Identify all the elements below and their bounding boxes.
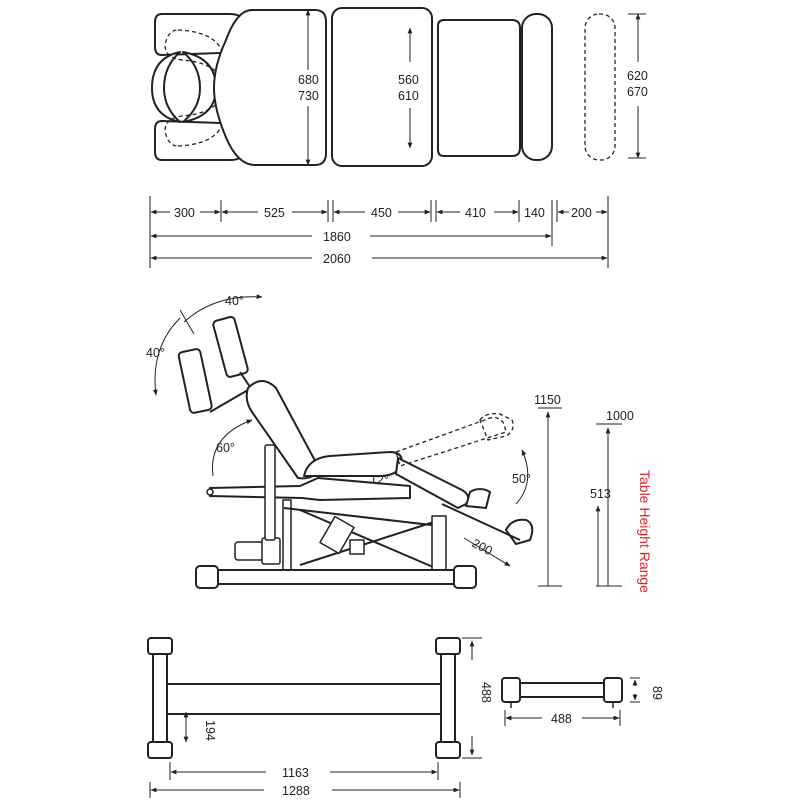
table-height-range-label: Table Height Range [637,470,653,593]
lift-mechanism [234,444,447,579]
face-cushion-outline-2 [164,98,225,147]
leg-length-alt: 670 [627,85,648,99]
angle-back: 60° [216,441,235,455]
base-foot-right-bottom [435,741,461,759]
base-crossbar [159,683,445,715]
headrest-alt [177,348,213,414]
leg-length: 620 [627,69,648,83]
leg-rest [395,457,470,509]
headrest-section [213,9,327,166]
base-end-height: 89 [650,686,664,700]
wheel-left [195,565,219,589]
base-depth: 488 [479,682,493,703]
seat-section [437,19,521,157]
dim-total-2060: 2060 [323,252,351,266]
leg-extension-outline [584,13,616,161]
arc-head-left [152,317,181,396]
height-mid: 1000 [606,409,634,423]
base-view: 488 194 1163 1288 89 488 [147,637,664,798]
angle-leg: 50° [512,472,531,486]
height-max: 1150 [534,393,561,407]
headrest-length: 680 [298,73,319,87]
base-rail [199,569,471,585]
dim-140: 140 [524,206,545,220]
top-view: 680 730 560 610 620 670 [151,7,648,167]
headrest-length-alt: 730 [298,89,319,103]
face-cushion-outline-1 [164,29,225,78]
height-min: 513 [590,487,611,501]
base-foot-right-top [435,637,461,655]
base-foot-left-bottom [147,741,173,759]
back-section [331,7,433,167]
side-view: 40° 40° 60° 12° 50° 200 [146,294,653,593]
angle-head-left: 40° [146,346,165,360]
arc-leg [515,449,529,505]
leg-section [521,13,553,161]
face-cushion-left [151,51,181,123]
dim-410: 410 [465,206,486,220]
leg-extension-raised [479,412,514,441]
base-leg-left [152,649,168,747]
foot-extension [505,518,534,545]
base-end-bar [509,682,619,698]
arc-head-top [183,294,263,323]
dim-450: 450 [371,206,392,220]
base-foot-left-top [147,637,173,655]
face-cushion-right [182,51,217,123]
foot-height: 194 [203,720,217,741]
headrest-raised [212,315,249,378]
dim-300: 300 [174,206,195,220]
base-end-width: 488 [551,712,572,726]
backrest [245,380,321,480]
length-dimensions: 300 525 450 410 140 200 1860 2060 [149,196,609,268]
seat-length: 560 [398,73,419,87]
leg-extension [465,488,491,509]
dim-525: 525 [264,206,285,220]
seat [303,451,403,477]
seat-length-alt: 610 [398,89,419,103]
angle-head-top: 40° [225,294,244,308]
arc-back [211,419,253,477]
wheel-right [453,565,477,589]
seat-frame [209,477,411,501]
base-leg-right [440,649,456,747]
dim-total-1860: 1860 [323,230,351,244]
base-end-foot-right [603,677,623,703]
base-outer-width: 1288 [282,784,310,798]
base-end-foot-left [501,677,521,703]
base-inner-width: 1163 [282,766,309,780]
dim-200: 200 [571,206,592,220]
leg-rest-raised [395,416,507,467]
